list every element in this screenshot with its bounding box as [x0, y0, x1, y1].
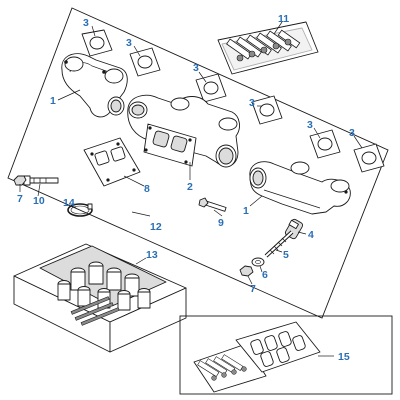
center-manifold-section [127, 94, 240, 168]
callout-3-f: 3 [349, 127, 355, 139]
leader-lines [19, 21, 363, 357]
callout-7-left: 7 [17, 193, 23, 205]
washer-6 [251, 257, 265, 267]
flange-gasket-2 [129, 47, 161, 77]
callout-13: 13 [146, 249, 158, 261]
flange-gasket-1 [81, 29, 113, 57]
clamp-ring-14 [67, 203, 93, 217]
right-manifold-section [249, 161, 351, 215]
callout-7-right: 7 [250, 283, 256, 295]
kit-15-bag-left [193, 343, 267, 393]
callout-3-e: 3 [307, 119, 313, 131]
callout-12: 12 [150, 221, 162, 233]
callout-3-d: 3 [249, 97, 255, 109]
assembly-12-outline [7, 7, 389, 319]
callout-4: 4 [308, 229, 314, 241]
callout-11: 11 [278, 13, 289, 25]
bolt-9 [198, 197, 227, 212]
nut-7-left [13, 175, 27, 186]
gasket-kit-packet [217, 21, 319, 75]
callout-14: 14 [63, 197, 75, 209]
callout-3-b: 3 [126, 37, 132, 49]
square-gasket-8 [83, 137, 141, 187]
hardware-kit-box-13 [13, 243, 187, 353]
kit-15-inset-frame [179, 315, 393, 395]
flange-gasket-4 [251, 95, 283, 125]
callout-6: 6 [262, 269, 268, 281]
nut-7-right [239, 265, 254, 277]
callout-8: 8 [144, 183, 150, 195]
kit-15-bag-right [235, 321, 321, 373]
flange-gasket-6 [353, 143, 385, 173]
callout-5: 5 [283, 249, 289, 261]
stud-5 [264, 230, 294, 258]
callout-1-right: 1 [243, 205, 249, 217]
flange-gasket-3 [195, 73, 227, 103]
callout-9: 9 [218, 217, 224, 229]
callout-3-c: 3 [193, 62, 199, 74]
bolt-10 [23, 175, 59, 186]
callout-1-left: 1 [50, 95, 56, 107]
callout-15: 15 [338, 351, 350, 363]
callout-2: 2 [187, 181, 193, 193]
left-manifold-section [61, 53, 128, 118]
flange-gasket-5 [309, 129, 341, 159]
callout-3-a: 3 [83, 17, 89, 29]
callout-10: 10 [33, 195, 45, 207]
